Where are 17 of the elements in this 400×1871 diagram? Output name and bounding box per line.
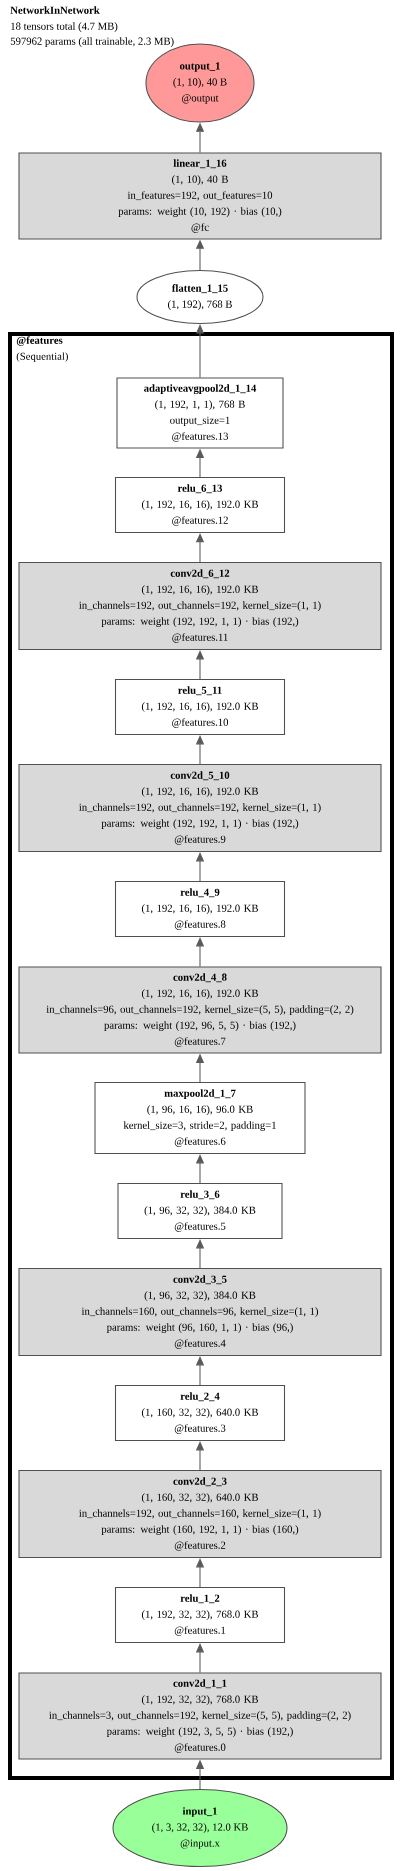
layer-box: conv2d_3_5 (1, 96, 32, 32), 384.0 KB in_channels=160, out_channels=96, kernel_size=(1, 1) params: weight (96, 160, 1, 1) · bias (96,) @features.4 [18,1268,382,1357]
layer-box: adaptiveavgpool2d_1_14 (1, 192, 1, 1), 768 B output_size=1 @features.13 [116,377,284,449]
layer-box: relu_3_6 (1, 96, 32, 32), 384.0 KB @features.5 [117,1183,283,1240]
layer-box: linear_1_16 (1, 10), 40 B in_features=192, out_features=10 params: weight (10, 192) · bias (10,) @fc [18,152,382,240]
layer-box: relu_5_11 (1, 192, 16, 16), 192.0 KB @features.10 [114,678,286,736]
layer-box: conv2d_1_1 (1, 192, 32, 32), 768.0 KB in_channels=3, out_channels=192, kernel_size=(5, 5), padding=(2, 2) params: weight (192, 3, 5, 5) · bias (192,) @features.0 [18,1672,382,1760]
summary-text: 18 tensors total (4.7 MB) [11,22,118,32]
layer-box: conv2d_5_10 (1, 192, 16, 16), 192.0 KB in_channels=192, out_channels=192, kernel_size=(1, 1) params: weight (192, 192, 1, 1) · bias (192,) @features.9 [18,763,382,853]
layer-box: relu_2_4 (1, 160, 32, 32), 640.0 KB @features.3 [114,1385,286,1442]
diagram-title: NetworkInNetwork [10,6,100,14]
layer-box: maxpool2d_1_7 (1, 96, 16, 16), 96.0 KB kernel_size=3, stride=2, padding=1 @features.6 [94,1082,306,1155]
layer-box: conv2d_2_3 (1, 160, 32, 32), 640.0 KB in_channels=192, out_channels=160, kernel_size=(1, 1) params: weight (160, 192, 1, 1) · bias (160,) @features.2 [18,1470,382,1559]
layer-box: relu_6_13 (1, 192, 16, 16), 192.0 KB @features.12 [114,476,286,534]
layer-box: conv2d_4_8 (1, 192, 16, 16), 192.0 KB in_channels=96, out_channels=192, kernel_size=(5, 5), padding=(2, 2) params: weight (192, 96, 5, 5) · bias (192,) @features.7 [18,966,382,1054]
layer-box: conv2d_6_12 (1, 192, 16, 16), 192.0 KB in_channels=192, out_channels=192, kernel_size=(1, 1) params: weight (192, 192, 1, 1) · bias (192,) @features.11 [18,561,382,651]
layer-box: relu_1_2 (1, 192, 32, 32), 768.0 KB @features.1 [114,1587,286,1644]
layer-box: relu_4_9 (1, 192, 16, 16), 192.0 KB @features.8 [114,881,286,938]
